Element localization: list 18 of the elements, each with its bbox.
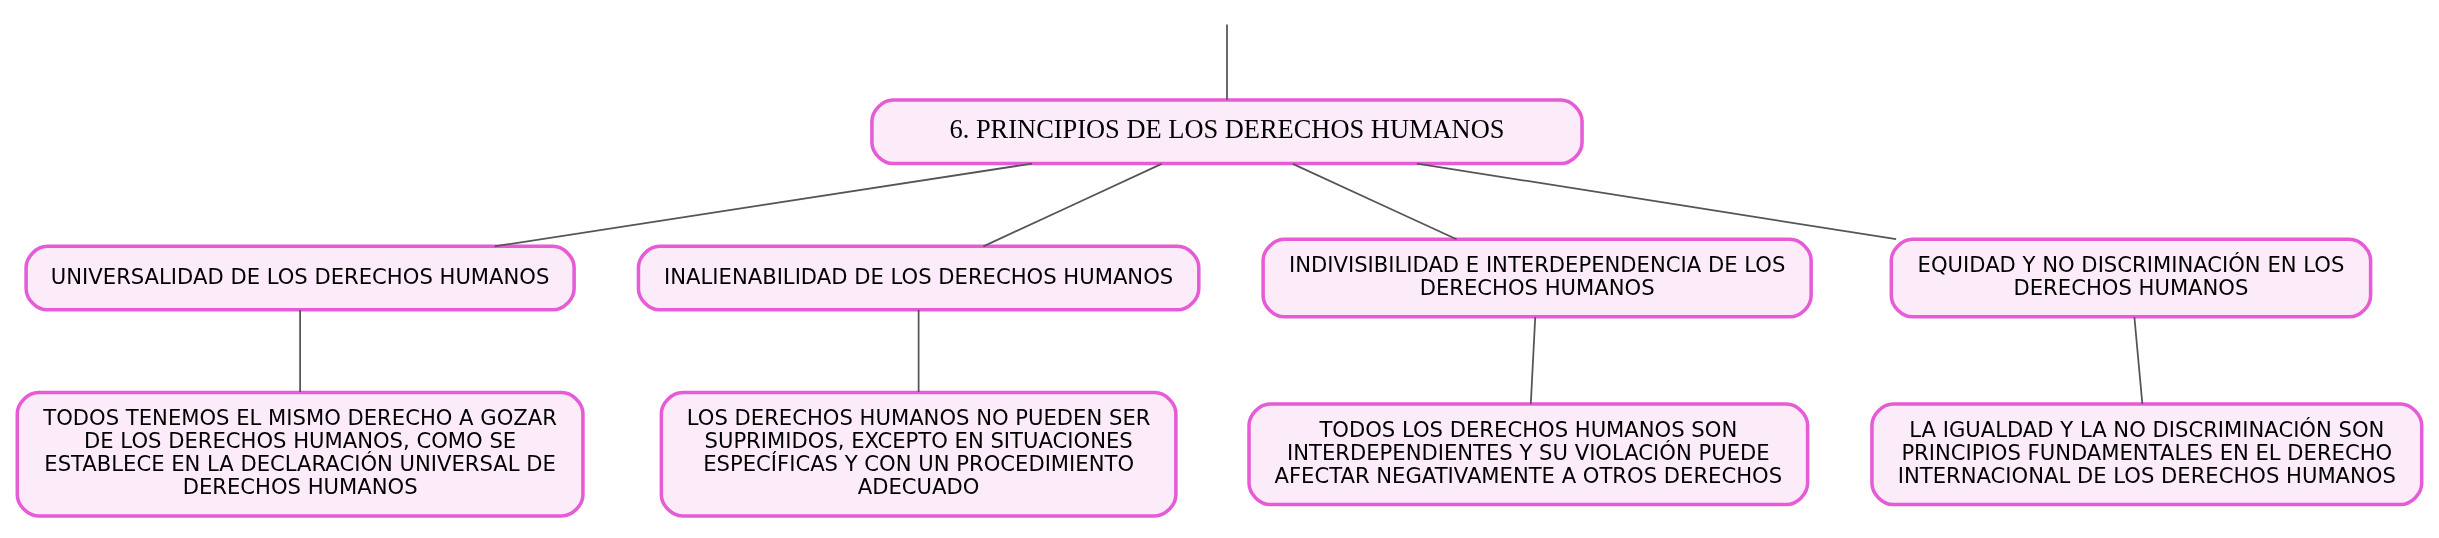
connector (493, 162, 1033, 247)
connector (1529, 315, 1537, 405)
connector (299, 308, 301, 393)
connector (982, 162, 1163, 247)
node-box: LOS DERECHOS HUMANOS NO PUEDEN SER SUPRIMIDOS, EXCEPTO EN SITUACIONES ESPECÍFICAS Y CON UN PROCEDIMIENTO ADECUADO (659, 390, 1178, 518)
connector (1416, 162, 1898, 240)
connector (917, 308, 920, 393)
node-box: 6. PRINCIPIOS DE LOS DERECHOS HUMANOS (870, 97, 1584, 165)
node-box: TODOS LOS DERECHOS HUMANOS SON INTERDEPENDIENTES Y SU VIOLACIÓN PUEDE AFECTAR NEGATIVAMENTE A OTROS DERECHOS (1247, 401, 1810, 506)
connector (1226, 23, 1228, 101)
node-box: UNIVERSALIDAD DE LOS DERECHOS HUMANOS (24, 244, 576, 312)
connector (1291, 162, 1458, 240)
node-box: EQUIDAD Y NO DISCRIMINACIÓN EN LOS DERECHOS HUMANOS (1889, 237, 2373, 319)
connector (2133, 315, 2144, 405)
node-box: INDIVISIBILIDAD E INTERDEPENDENCIA DE LOS DERECHOS HUMANOS (1261, 237, 1813, 319)
node-box: INALIENABILIDAD DE LOS DERECHOS HUMANOS (636, 244, 1201, 312)
node-box: TODOS TENEMOS EL MISMO DERECHO A GOZAR DE LOS DERECHOS HUMANOS, COMO SE ESTABLECE EN LA DECLARACIÓN UNIVERSAL DE DERECHOS HUMANOS (15, 390, 585, 518)
node-box: LA IGUALDAD Y LA NO DISCRIMINACIÓN SON PRINCIPIOS FUNDAMENTALES EN EL DERECHO INTERNACIONAL DE LOS DERECHOS HUMANOS (1870, 401, 2424, 506)
